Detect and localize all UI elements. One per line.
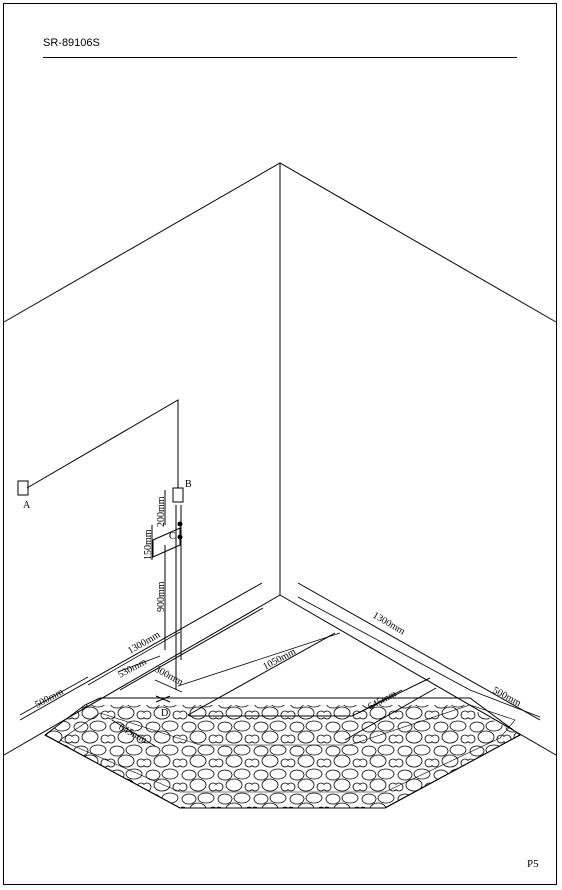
dim-label-500-right: 500mm [491,685,523,709]
tray-stone-base [45,705,520,808]
outlet-a-box [17,480,29,496]
header-rule [43,57,517,58]
dim-label-900: 900mm [156,581,167,612]
valve-c-dot-top [177,521,183,527]
dim-label-200: 200mm [156,496,167,527]
dim-label-530: 530mm [116,656,148,680]
tray-inner-outline [187,632,336,716]
tray-left-top-edge [19,582,263,721]
dim-label-150: 150mm [143,529,154,560]
page-number: P5 [527,858,539,870]
model-code: SR-89106S [43,37,100,49]
right-floor-edge [279,594,557,756]
plumbing [17,399,184,703]
left-floor-edge [3,594,281,756]
pipe-a-to-b [26,399,179,489]
outlet-b-box [172,487,184,503]
tray-inner-right [344,687,437,741]
tray-inner-bottom [187,677,431,717]
page-frame [3,3,557,885]
dim-label-1300-right: 1300mm [371,610,407,637]
valve-c-box [152,527,181,558]
point-label-c: C [169,531,176,542]
tray-inner-left [119,607,264,691]
shower-tray [19,582,541,809]
tray-front-inner-outline [59,704,516,793]
dim-label-500-left: 500mm [33,686,65,710]
dim-label-1050: 1050mm [261,646,298,673]
drain-d-mark-2 [155,695,171,703]
point-label-b: B [185,479,192,490]
valve-c-dot-bottom [177,534,183,540]
room-walls [3,162,557,756]
tray-front-edge [44,734,521,809]
point-label-d: D [161,708,168,719]
dim-label-300: 300mm [153,664,185,688]
tray-right-top-edge [297,582,541,721]
point-label-a: A [23,500,31,511]
